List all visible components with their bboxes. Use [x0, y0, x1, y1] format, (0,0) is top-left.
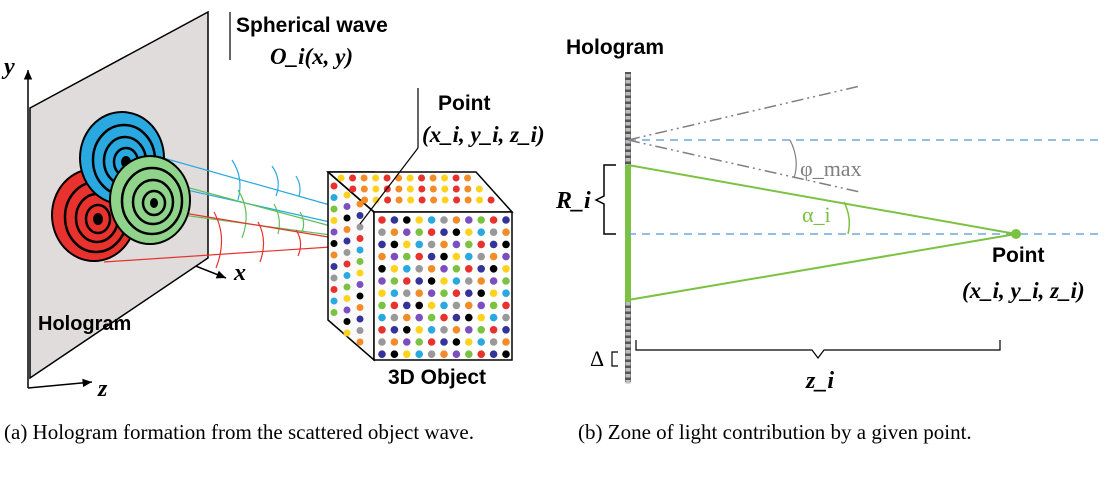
z-axis — [27, 378, 93, 389]
cube-dots — [330, 174, 510, 359]
green-zone-plate — [109, 155, 191, 245]
distance-label: z_i — [805, 368, 834, 394]
panel-a: Spherical wave O_i(x, y) Point (x_i, y_i… — [1, 10, 545, 400]
cone-top — [627, 164, 1017, 235]
alpha-label: α_i — [802, 202, 831, 227]
spherical-wave-label: Spherical wave — [236, 14, 388, 37]
hologram-figure: Spherical wave O_i(x, y) Point (x_i, y_i… — [1, 10, 1104, 400]
radius-label: R_i — [555, 188, 591, 214]
object-label: 3D Object — [388, 366, 486, 389]
axis-y-label: y — [1, 54, 15, 80]
max-angle-line-up — [627, 85, 861, 141]
caption-a: (a) Hologram formation from the scattere… — [4, 420, 474, 444]
caption-b: (b) Zone of light contribution by a give… — [578, 420, 972, 444]
hologram-b-label: Hologram — [566, 36, 664, 59]
point-pointer — [359, 147, 419, 225]
axis-z-label: z — [97, 376, 108, 400]
delta-label: Δ — [590, 346, 604, 371]
alpha-arc — [843, 201, 851, 235]
point-b-coords: (x_i, y_i, z_i) — [962, 278, 1085, 303]
hologram-label: Hologram — [38, 313, 131, 335]
point-b-label: Point — [992, 244, 1045, 267]
cone-bottom — [627, 233, 1017, 301]
object-point — [1011, 229, 1021, 239]
max-angle-line-down — [627, 139, 861, 193]
axis-x-label: x — [233, 260, 246, 286]
distance-bracket — [635, 340, 1001, 359]
point-coords: (x_i, y_i, z_i) — [422, 122, 545, 147]
radius-bracket — [594, 164, 616, 235]
spherical-wave-symbol: O_i(x, y) — [270, 44, 353, 69]
3d-object-cube — [325, 171, 514, 362]
panel-b: Hologram φ_max α_i R_i z_i Δ Point (x_i,… — [555, 36, 1104, 394]
cube-front-face — [373, 211, 513, 361]
phi-arc — [789, 139, 797, 179]
phi-max-label: φ_max — [800, 156, 862, 181]
delta-bracket — [611, 351, 618, 367]
point-label: Point — [438, 92, 491, 115]
